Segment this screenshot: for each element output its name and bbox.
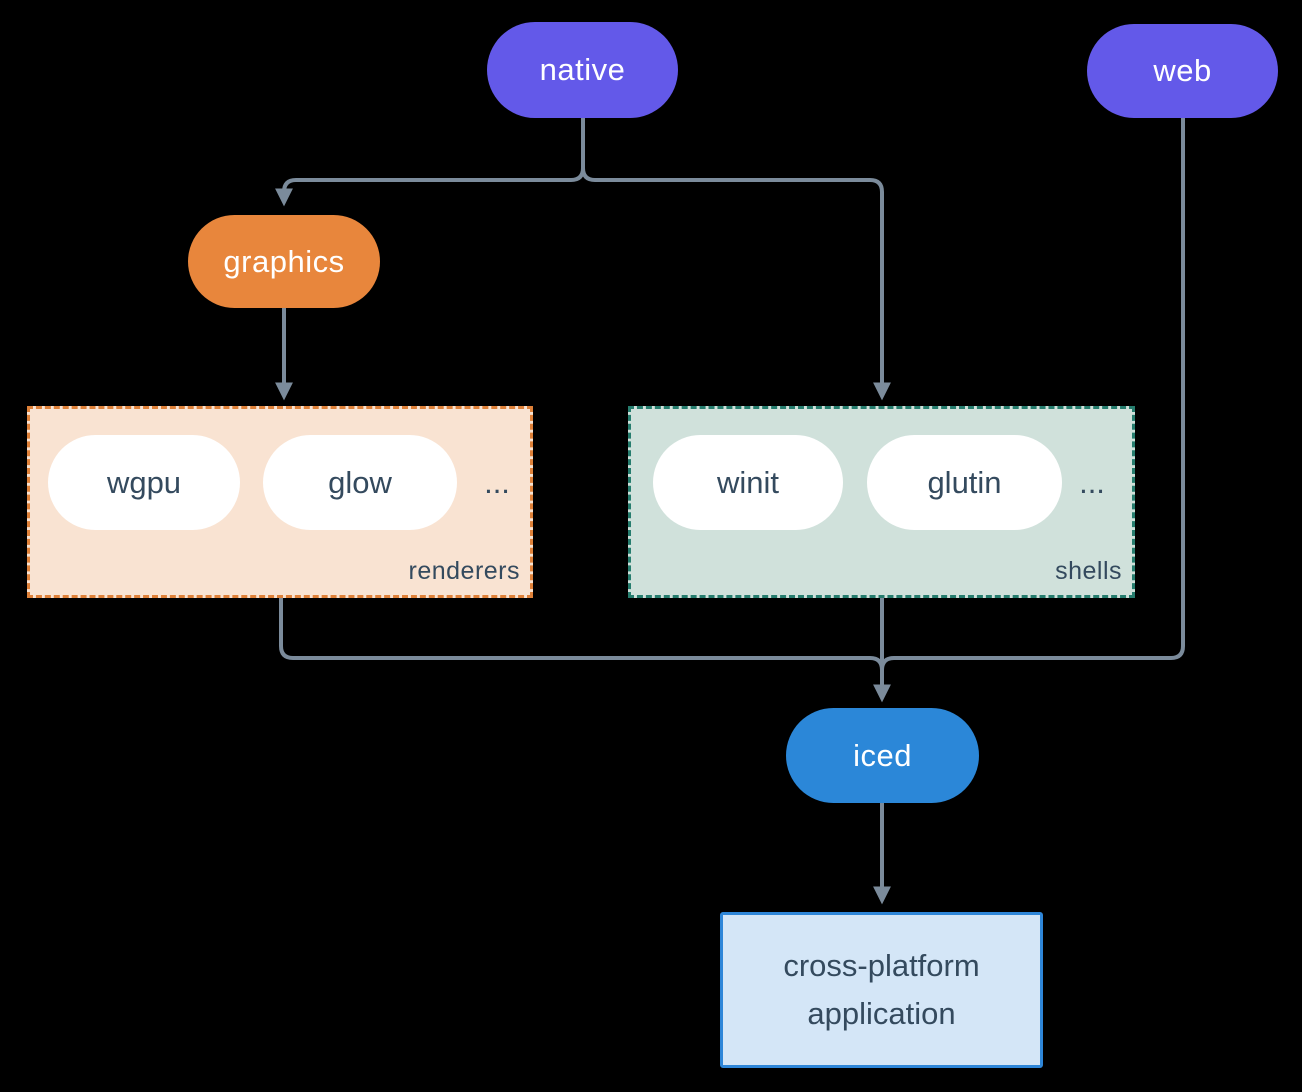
connector-web-to-iced	[880, 118, 1185, 688]
application-label: cross-platform application	[783, 948, 980, 1031]
renderers-group-label: renderers	[408, 557, 520, 585]
node-native-label: native	[539, 52, 626, 87]
pill-glutin-label: glutin	[927, 464, 1002, 500]
node-graphics-label: graphics	[223, 243, 345, 279]
group-shells: winit glutin ... shells	[628, 406, 1135, 598]
group-renderers: wgpu glow ... renderers	[27, 406, 533, 598]
pill-wgpu-label: wgpu	[106, 464, 182, 500]
connector-native-to-graphics	[275, 118, 585, 207]
connector-renderers-to-iced	[279, 598, 884, 688]
pill-wgpu: wgpu	[48, 435, 240, 530]
shells-group-label: shells	[1055, 557, 1122, 585]
renderers-ellipsis: ...	[484, 464, 510, 500]
pill-winit: winit	[653, 435, 843, 530]
shells-ellipsis: ...	[1079, 464, 1105, 500]
node-graphics: graphics	[188, 215, 380, 308]
pill-glow-label: glow	[328, 464, 392, 500]
node-iced-label: iced	[853, 737, 912, 773]
node-iced: iced	[786, 708, 979, 803]
pill-glutin: glutin	[867, 435, 1062, 530]
application-box: cross-platform application	[720, 912, 1043, 1068]
connector-native-to-shells	[581, 118, 891, 401]
node-native: native	[487, 22, 678, 118]
pill-glow: glow	[263, 435, 457, 530]
node-web: web	[1087, 24, 1278, 118]
node-web-label: web	[1153, 53, 1212, 88]
pill-winit-label: winit	[716, 464, 779, 500]
